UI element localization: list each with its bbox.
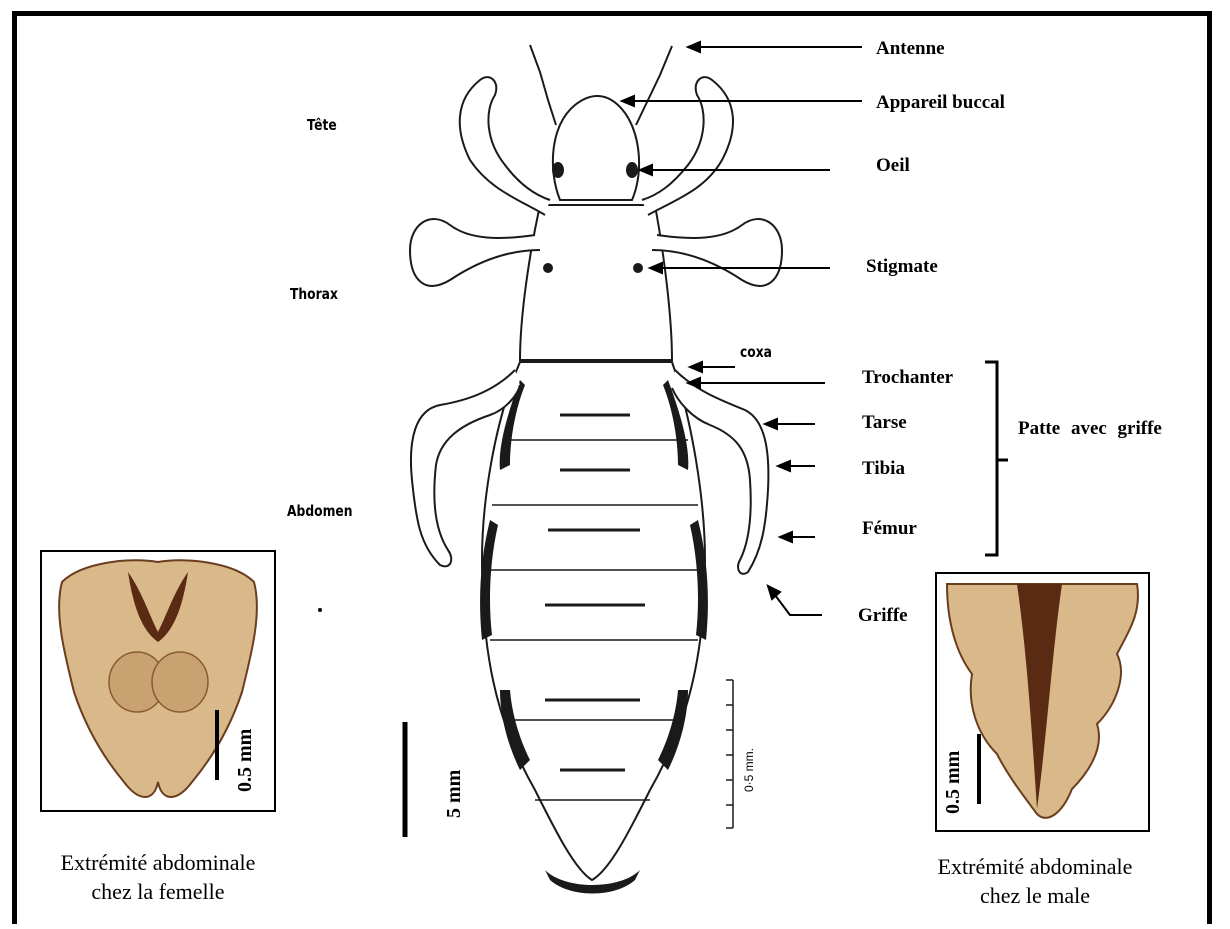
leg-front-left: [460, 77, 550, 215]
leg-mid-left: [410, 219, 540, 286]
region-thorax: Thorax: [290, 285, 338, 303]
label-oeil: Oeil: [876, 155, 910, 177]
label-tarse: Tarse: [862, 412, 907, 434]
left-antenna: [530, 45, 556, 125]
right-antenna: [636, 46, 672, 125]
male-abdomen-photo: 0.5 mm: [935, 572, 1150, 832]
label-femur: Fémur: [862, 518, 917, 540]
eye-right: [627, 163, 637, 177]
female-caption-line2: chez la femelle: [28, 877, 288, 906]
male-caption-line2: chez le male: [895, 881, 1175, 910]
label-antenne: Antenne: [876, 38, 945, 60]
scale-ruler-small: [726, 680, 733, 828]
female-abdomen-photo: 0.5 mm: [40, 550, 276, 812]
leg-front-right: [642, 77, 733, 215]
scale-label-small: 0·5 mm.: [742, 748, 756, 792]
label-coxa: coxa: [740, 343, 772, 361]
label-appareil-buccal: Appareil buccal: [876, 92, 1005, 114]
thorax: [520, 205, 672, 360]
male-scale-label: 0.5 mm: [942, 751, 965, 814]
female-scale-label: 0.5 mm: [234, 729, 257, 792]
stigmate-mark-right: [634, 264, 642, 272]
head: [553, 96, 639, 200]
male-caption-line1: Extrémité abdominale: [895, 852, 1175, 881]
stigmate-mark-left: [544, 264, 552, 272]
female-caption: Extrémité abdominale chez la femelle: [28, 848, 288, 906]
leg-mid-right: [652, 219, 782, 286]
region-tete: Tête: [307, 116, 337, 134]
female-caption-line1: Extrémité abdominale: [28, 848, 288, 877]
scale-label-main: 5 mm: [443, 770, 466, 818]
eye-left: [553, 163, 563, 177]
male-caption: Extrémité abdominale chez le male: [895, 852, 1175, 910]
label-patte-avec-griffe: Patte avec griffe: [1018, 418, 1162, 440]
label-trochanter: Trochanter: [862, 367, 953, 389]
label-griffe: Griffe: [858, 605, 908, 627]
patte-bracket: [985, 362, 1008, 555]
label-tibia: Tibia: [862, 458, 905, 480]
region-abdomen: Abdomen: [287, 502, 352, 520]
label-stigmate: Stigmate: [866, 256, 938, 278]
